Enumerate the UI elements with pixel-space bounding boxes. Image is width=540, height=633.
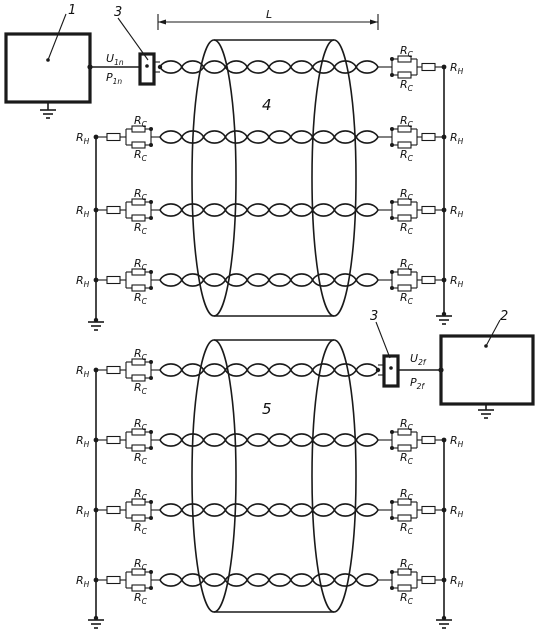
label-rh: RH bbox=[76, 574, 90, 589]
cable-5-bundle: 5 bbox=[191, 339, 357, 613]
pair-row-2: RC RC RH RC RC RH bbox=[76, 114, 464, 163]
label-rc: RC bbox=[400, 187, 414, 202]
rh-resistor bbox=[106, 365, 121, 375]
label-rc: RC bbox=[400, 148, 414, 163]
label-rc: RC bbox=[400, 417, 414, 432]
label-rc: RC bbox=[134, 591, 148, 606]
label-rc: RC bbox=[134, 291, 148, 306]
label-rc: RC bbox=[134, 417, 148, 432]
label-length: L bbox=[266, 8, 272, 21]
pair-conductor-b bbox=[159, 508, 379, 517]
label-coupler-top: 3 bbox=[114, 5, 122, 20]
label-u-in: U1n bbox=[106, 52, 124, 67]
ground-symbols bbox=[88, 311, 452, 629]
label-rc: RC bbox=[400, 44, 414, 59]
label-rc: RC bbox=[134, 347, 148, 362]
rh-resistor bbox=[421, 505, 436, 515]
coupler-3-bottom: 3 U2f P2f bbox=[370, 309, 444, 391]
rh-resistor bbox=[421, 575, 436, 585]
pair-conductor-b bbox=[159, 278, 379, 287]
pair-row-8: RC RC RH RC RC RH bbox=[76, 557, 464, 606]
rh-resistor bbox=[421, 275, 436, 285]
label-rc: RC bbox=[400, 451, 414, 466]
label-rh: RH bbox=[76, 504, 90, 519]
label-p-in: P1n bbox=[106, 71, 122, 86]
label-rc: RC bbox=[400, 521, 414, 536]
label-rh: RH bbox=[450, 504, 464, 519]
label-rc: RC bbox=[134, 114, 148, 129]
label-rh: RH bbox=[76, 434, 90, 449]
length-dimension: L bbox=[157, 8, 379, 30]
label-rc: RC bbox=[134, 221, 148, 236]
rh-resistor bbox=[106, 575, 121, 585]
pair-row-5: RC RC RH bbox=[76, 347, 384, 396]
pair-row-6: RC RC RH RC RC RH bbox=[76, 417, 464, 466]
label-rc: RC bbox=[134, 148, 148, 163]
rh-resistor bbox=[106, 435, 121, 445]
label-rh: RH bbox=[450, 131, 464, 146]
label-rc: RC bbox=[400, 557, 414, 572]
label-rc: RC bbox=[400, 257, 414, 272]
rh-resistor bbox=[421, 435, 436, 445]
rh-resistor bbox=[106, 275, 121, 285]
pair-conductor-b bbox=[159, 368, 379, 377]
label-rc: RC bbox=[134, 557, 148, 572]
pair-row-4: RC RC RH RC RC RH bbox=[76, 257, 464, 306]
device-1-block: 1 bbox=[4, 3, 92, 119]
device-2-block: 2 bbox=[439, 309, 535, 419]
twisted-pairs: RCRCRHRCRCRHRCRCRHRCRCRHRCRCRHRCRCRHRCRC… bbox=[76, 44, 464, 606]
pair-row-3: RC RC RH RC RC RH bbox=[76, 187, 464, 236]
label-rh: RH bbox=[76, 364, 90, 379]
label-rh: RH bbox=[450, 274, 464, 289]
label-rc: RC bbox=[134, 487, 148, 502]
pair-conductor-b bbox=[159, 65, 379, 74]
label-rc: RC bbox=[400, 114, 414, 129]
coupler-3-top: 3 U1n P1n bbox=[87, 5, 156, 86]
label-rc: RC bbox=[134, 381, 148, 396]
label-u-out: U2f bbox=[410, 352, 427, 367]
cable-4-bundle: 4 bbox=[191, 39, 357, 317]
label-rc: RC bbox=[134, 451, 148, 466]
pair-conductor-b bbox=[159, 578, 379, 587]
label-rc: RC bbox=[134, 187, 148, 202]
label-p-out: P2f bbox=[410, 376, 425, 391]
label-rc: RC bbox=[400, 487, 414, 502]
rh-resistor bbox=[106, 205, 121, 215]
label-rc: RC bbox=[134, 521, 148, 536]
label-rh: RH bbox=[76, 274, 90, 289]
label-rc: RC bbox=[400, 591, 414, 606]
label-rh: RH bbox=[76, 131, 90, 146]
pair-row-7: RC RC RH RC RC RH bbox=[76, 487, 464, 536]
rh-resistor bbox=[106, 505, 121, 515]
pair-conductor-b bbox=[159, 438, 379, 447]
rh-resistor bbox=[106, 132, 121, 142]
label-rh: RH bbox=[450, 204, 464, 219]
label-coupler-bottom: 3 bbox=[370, 309, 378, 324]
label-rh: RH bbox=[450, 434, 464, 449]
label-rh: RH bbox=[450, 574, 464, 589]
rh-resistor bbox=[421, 62, 436, 72]
label-rh: RH bbox=[76, 204, 90, 219]
label-rc: RC bbox=[134, 257, 148, 272]
pair-conductor-b bbox=[159, 208, 379, 217]
label-cable-4: 4 bbox=[262, 96, 272, 114]
pair-row-1: RC RC RH bbox=[154, 44, 464, 93]
pair-conductor-b bbox=[159, 135, 379, 144]
label-rc: RC bbox=[400, 291, 414, 306]
label-device-1: 1 bbox=[68, 3, 76, 18]
label-rh: RH bbox=[450, 61, 464, 76]
ground-buses bbox=[95, 69, 445, 616]
label-device-2: 2 bbox=[500, 309, 508, 324]
rh-resistor bbox=[421, 205, 436, 215]
label-rc: RC bbox=[400, 221, 414, 236]
label-cable-5: 5 bbox=[262, 400, 272, 418]
rh-resistor bbox=[421, 132, 436, 142]
label-rc: RC bbox=[400, 78, 414, 93]
